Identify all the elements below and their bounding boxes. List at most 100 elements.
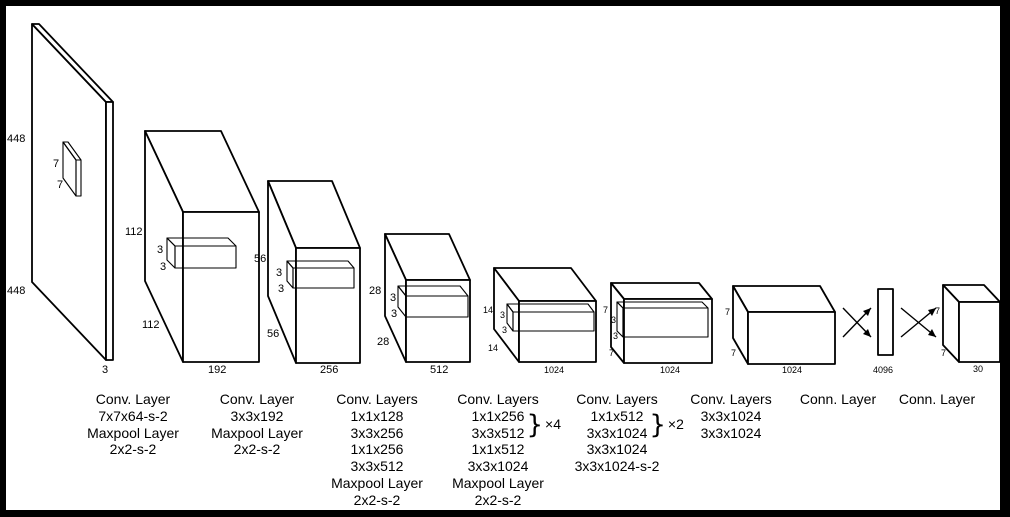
- dim-height-label: 56: [254, 253, 266, 265]
- caption-line: 3x3x512: [350, 458, 404, 475]
- caption-line: Maxpool Layer: [452, 474, 544, 491]
- input-volume: 448 448 3 7 7: [7, 23, 114, 376]
- dim-depth-label: 30: [973, 364, 983, 374]
- caption-line: 2x2-s-2: [109, 441, 157, 458]
- dim-depth-label: 1024: [660, 365, 680, 375]
- feature-volume: 28 28 512 3 3: [369, 233, 471, 376]
- dim-width-label: 7: [609, 348, 614, 358]
- caption-line: 1x1x256: [471, 407, 525, 424]
- kernel-size-label: 3: [502, 325, 507, 335]
- layer-caption: Conn. Layer: [872, 391, 1000, 408]
- kernel-size-label: 3: [611, 315, 616, 325]
- caption-line: Conv. Layers: [457, 391, 539, 407]
- caption-line: 3x3x1024: [586, 441, 648, 458]
- caption-line: 1x1x512: [471, 441, 525, 458]
- yolo-architecture-diagram: 448 448 3 7 7 112 112 192 3 3 56 56 256: [6, 6, 1000, 510]
- dim-height-label: 14: [483, 305, 493, 315]
- caption-line: Conv. Layer: [95, 391, 171, 407]
- dim-depth-label: 256: [320, 364, 338, 376]
- layer-caption: Conv. Layers 1x1x128 3x3x256 1x1x256 3x3…: [312, 391, 442, 509]
- output-volume: 7 7 30: [935, 284, 1000, 374]
- caption-line: 2x2-s-2: [353, 491, 401, 508]
- dim-depth-label: 3: [102, 364, 108, 376]
- dim-height-label: 7: [935, 306, 940, 316]
- dim-height-label: 448: [7, 133, 25, 145]
- layer-caption: Conv. Layers 3x3x1024 3x3x1024: [666, 391, 796, 441]
- repeat-brace: }×4: [526, 409, 561, 440]
- caption-line: 3x3x1024: [700, 424, 762, 441]
- feature-volume: 56 56 256 3 3: [254, 180, 361, 376]
- kernel-size-label: 3: [391, 308, 397, 320]
- caption-line: 3x3x192: [230, 407, 284, 424]
- dim-width-label: 7: [941, 348, 946, 358]
- dim-depth-label: 1024: [544, 365, 564, 375]
- dim-height-label: 112: [125, 226, 143, 238]
- dim-width-label: 28: [377, 336, 389, 348]
- feature-volume: 7 7 1024 3 3: [603, 282, 713, 375]
- repeat-group: 1x1x512 3x3x1024 }×2: [586, 407, 684, 442]
- caption-line: Conv. Layers: [690, 391, 772, 407]
- repeat-brace: }×2: [649, 409, 684, 440]
- kernel-size-label: 7: [53, 158, 59, 170]
- layer-caption: Conv. Layer 7x7x64-s-2 Maxpool Layer 2x2…: [68, 391, 198, 458]
- dim-width-label: 448: [7, 285, 25, 297]
- caption-line: Maxpool Layer: [331, 474, 423, 491]
- kernel-size-label: 3: [157, 244, 163, 256]
- kernel-size-label: 3: [160, 261, 166, 273]
- layer-caption: Conn. Layer: [773, 391, 903, 408]
- kernel-cube: [397, 285, 469, 318]
- dim-depth-label: 192: [208, 364, 226, 376]
- layer-caption: Conv. Layers 1x1x512 3x3x1024 }×2 3x3x10…: [552, 391, 684, 475]
- dim-height-label: 28: [369, 285, 381, 297]
- dim-width-label: 112: [142, 319, 160, 331]
- caption-line: Maxpool Layer: [211, 424, 303, 441]
- layer-caption: Conv. Layer 3x3x192 Maxpool Layer 2x2-s-…: [192, 391, 322, 458]
- caption-line: 2x2-s-2: [233, 441, 281, 458]
- caption-line: Conv. Layers: [336, 391, 418, 407]
- dim-depth-label: 1024: [782, 365, 802, 375]
- kernel-cube: [506, 303, 595, 332]
- layer-caption: Conv. Layers 1x1x256 3x3x512 }×4 1x1x512…: [433, 391, 563, 509]
- kernel-size-label: 3: [500, 310, 505, 320]
- caption-line: Conv. Layer: [219, 391, 295, 407]
- caption-line: Conn. Layer: [898, 391, 976, 407]
- dim-depth-label: 4096: [873, 365, 893, 375]
- dim-width-label: 7: [731, 348, 736, 358]
- full-connection-arrows: [842, 307, 872, 338]
- full-connection-arrows: [900, 307, 937, 338]
- dim-width-label: 14: [488, 343, 498, 353]
- kernel-size-label: 3: [276, 267, 282, 279]
- dim-depth-label: 512: [430, 364, 448, 376]
- repeat-count: ×4: [545, 416, 561, 433]
- kernel-cube: [616, 301, 709, 338]
- dim-height-label: 7: [725, 307, 730, 317]
- kernel-cube: [286, 260, 355, 289]
- repeat-group: 1x1x256 3x3x512 }×4: [471, 407, 561, 442]
- caption-line: Maxpool Layer: [87, 424, 179, 441]
- caption-line: 3x3x256: [350, 424, 404, 441]
- caption-line: Conv. Layers: [576, 391, 658, 407]
- fc-vector: 4096: [873, 288, 894, 375]
- kernel-size-label: 7: [57, 179, 63, 191]
- caption-line: 3x3x1024: [467, 458, 529, 475]
- feature-volume: 14 14 1024 3 3: [483, 267, 597, 375]
- feature-volume: 7 7 1024: [725, 285, 836, 375]
- kernel-size-label: 3: [278, 283, 284, 295]
- feature-volume: 112 112 192 3 3: [125, 130, 260, 376]
- caption-line: 7x7x64-s-2: [98, 407, 168, 424]
- caption-line: 1x1x128: [350, 407, 404, 424]
- repeat-count: ×2: [667, 416, 684, 433]
- caption-line: 3x3x1024: [700, 407, 762, 424]
- caption-line: 1x1x512: [590, 407, 644, 424]
- dim-width-label: 56: [267, 328, 279, 340]
- kernel-cube: [166, 237, 237, 269]
- kernel-cube: [62, 141, 82, 197]
- kernel-size-label: 3: [390, 292, 396, 304]
- caption-line: Conn. Layer: [799, 391, 877, 407]
- caption-line: 3x3x512: [471, 424, 525, 441]
- caption-line: 1x1x256: [350, 441, 404, 458]
- caption-line: 3x3x1024-s-2: [574, 458, 660, 475]
- caption-line: 2x2-s-2: [474, 491, 522, 508]
- dim-height-label: 7: [603, 305, 608, 315]
- caption-line: 3x3x1024: [586, 424, 648, 441]
